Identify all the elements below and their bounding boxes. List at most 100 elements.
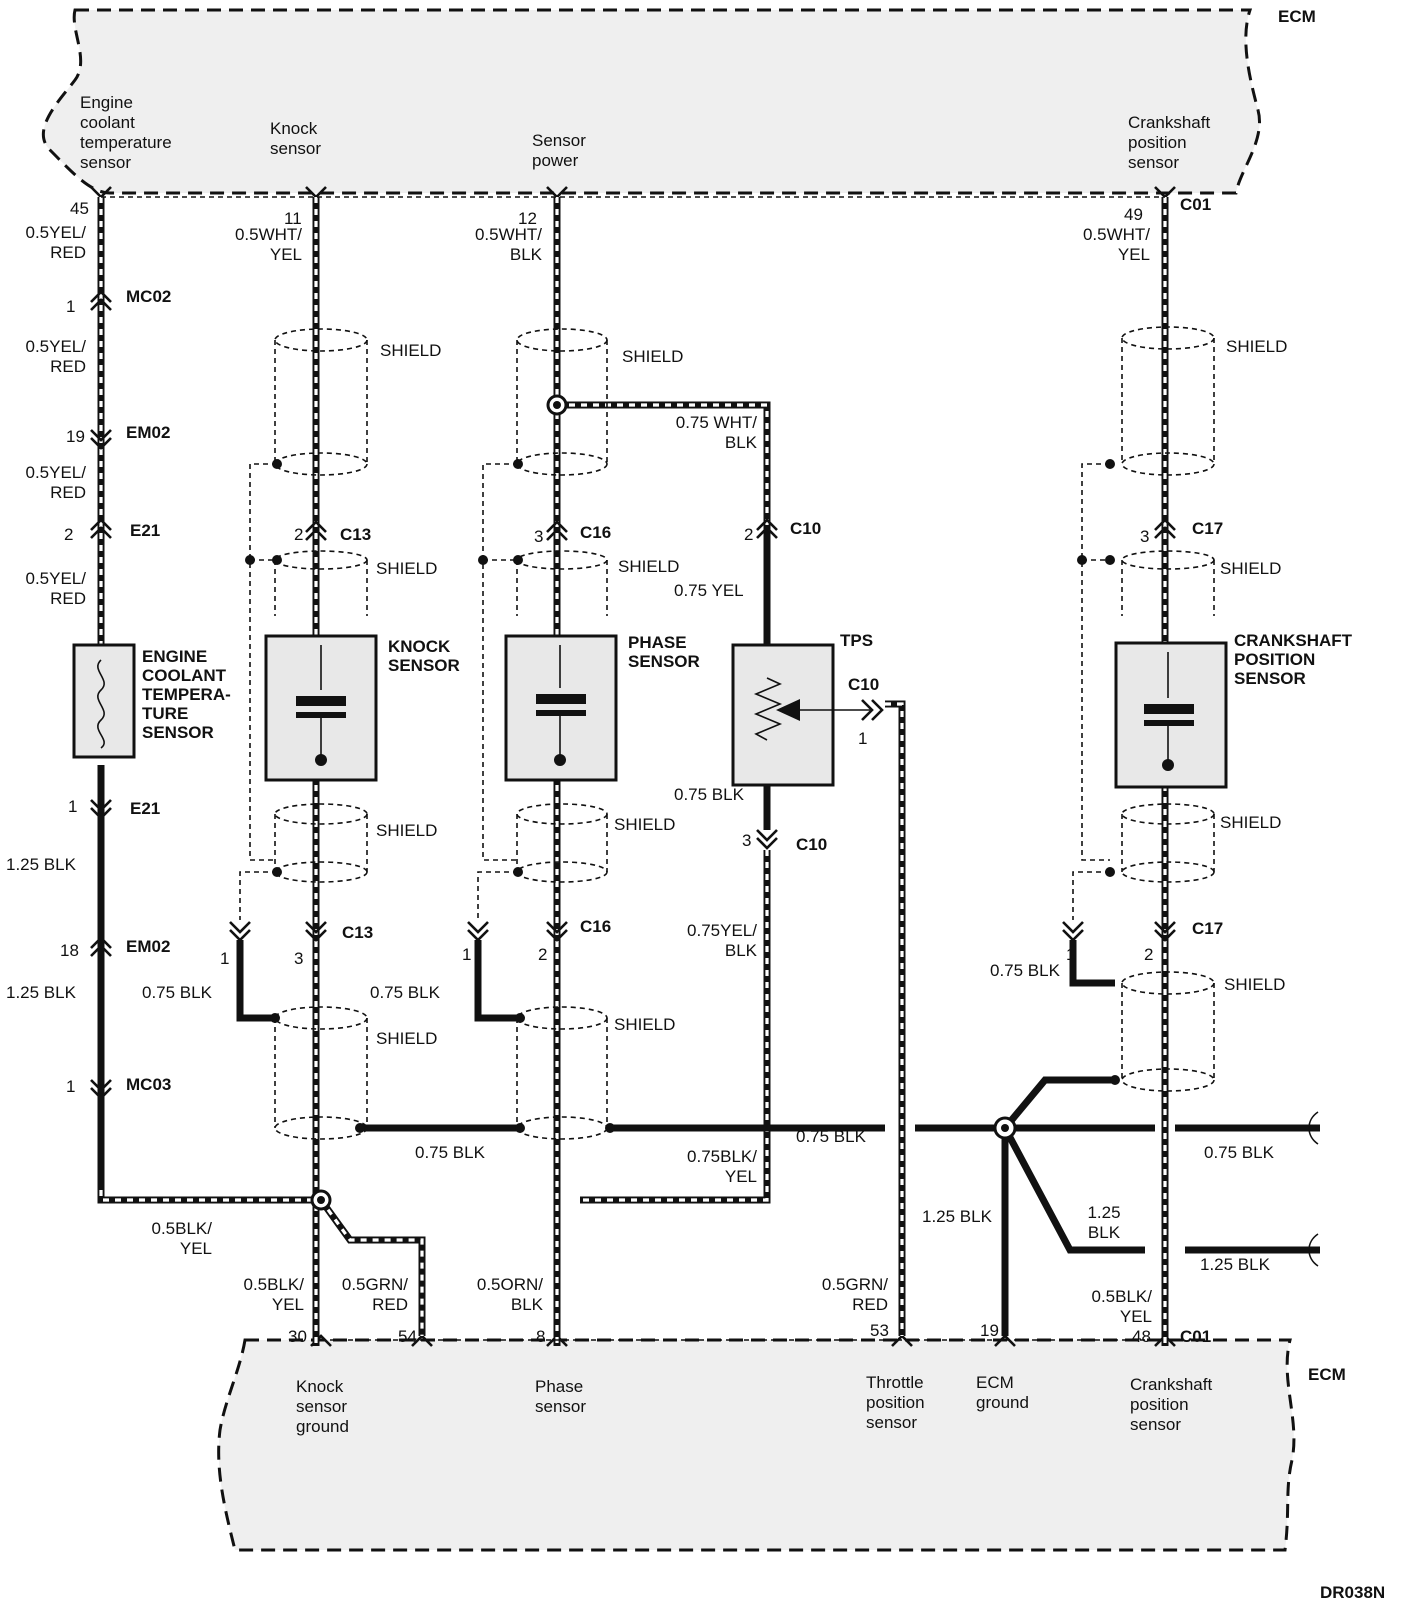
cpin-c17-b: 2	[1144, 945, 1153, 964]
knock-shield-drain	[236, 940, 275, 1022]
ckp-shield-low	[1121, 803, 1215, 883]
tps-yelblk-wire	[580, 850, 771, 1204]
svg-text:SHIELD: SHIELD	[1220, 813, 1281, 832]
knock-shield-mid	[274, 550, 368, 616]
cpin-c13-b-l: 1	[220, 949, 229, 968]
wire-tps-sig: 0.5GRN/RED	[822, 1275, 888, 1314]
splices	[245, 394, 1120, 1211]
svg-text:SHIELD: SHIELD	[380, 341, 441, 360]
conn-c13-b: C13	[342, 923, 373, 942]
c01-bottom: C01	[1180, 1327, 1211, 1346]
conn-e21-a: E21	[130, 521, 160, 540]
pin-19: 19	[980, 1321, 999, 1340]
wire-tps-sp: 0.75 WHT/BLK	[676, 413, 758, 452]
svg-text:SHIELD: SHIELD	[614, 1015, 675, 1034]
conn-c10-b: C10	[796, 835, 827, 854]
phase-shield-low	[516, 803, 608, 883]
pin-30: 30	[288, 1327, 307, 1346]
pin-53: 53	[870, 1321, 889, 1340]
wire-bus-3: 0.75 BLK	[1204, 1143, 1275, 1162]
pin-12: 12	[518, 209, 537, 228]
tps-box	[731, 643, 884, 787]
cpin-c16-a: 3	[534, 527, 543, 546]
conn-em02-b: EM02	[126, 937, 170, 956]
cpin-mc03: 1	[66, 1077, 75, 1096]
tps-power-wire	[557, 401, 771, 530]
wire-sp-top: 0.5WHT/BLK	[475, 225, 543, 264]
tps-label: TPS	[840, 631, 873, 650]
ecm-bottom-label: ECM	[1308, 1365, 1346, 1384]
tps-signal-wire	[885, 700, 906, 1336]
phase-shield-bottom	[516, 1006, 608, 1140]
conn-c17-a: C17	[1192, 519, 1223, 538]
cpin-c17-a: 3	[1140, 527, 1149, 546]
wire-ect-blk-2: 1.25 BLK	[6, 983, 77, 1002]
svg-text:SHIELD: SHIELD	[376, 821, 437, 840]
cpin-c13-a: 2	[294, 525, 303, 544]
ckp-shield-mid	[1121, 550, 1215, 616]
cpin-e21-a: 2	[64, 525, 73, 544]
cpin-c13-b: 3	[294, 949, 303, 968]
pin-11: 11	[284, 209, 302, 228]
wire-ckp-shield-blk: 0.75 BLK	[990, 961, 1061, 980]
cpin-c16-b-l: 1	[462, 945, 471, 964]
ground-branch-125	[1001, 1126, 1145, 1254]
cpin-em02-a: 19	[66, 427, 85, 446]
cpin-e21-b: 1	[68, 797, 77, 816]
conn-mc02: MC02	[126, 287, 171, 306]
svg-text:SHIELD: SHIELD	[376, 1029, 437, 1048]
ckp-sensor-box	[1114, 641, 1228, 789]
wire-blkyel-ret: 0.75BLK/YEL	[687, 1147, 757, 1186]
cpin-c16-b: 2	[538, 945, 547, 964]
ckp-shield-drain	[1069, 940, 1115, 987]
conn-c16-a: C16	[580, 523, 611, 542]
connector-chevrons	[90, 290, 1176, 1100]
wire-gnd-c: 1.25 BLK	[1200, 1255, 1271, 1274]
ckp-shield-ground	[1002, 1076, 1115, 1131]
phase-shield-drain	[474, 940, 520, 1022]
svg-text:SHIELD: SHIELD	[614, 815, 675, 834]
wire-knock-top: 0.5WHT/YEL	[235, 225, 302, 264]
phase-shield-top	[516, 328, 608, 476]
wire-ph-shield-blk: 0.75 BLK	[370, 983, 441, 1002]
wire-ect-1: 0.5YEL/RED	[26, 223, 87, 262]
c01-top: C01	[1180, 195, 1211, 214]
ect-sensor-box	[72, 643, 136, 759]
pin-48: 48	[1132, 1327, 1151, 1346]
knock-sensor-box	[264, 634, 378, 782]
wire-tps-yelblk: 0.75YEL/BLK	[687, 921, 758, 960]
ckp-shield-bottom	[1121, 971, 1215, 1092]
conn-c13-a: C13	[340, 525, 371, 544]
ckp-shield-top	[1121, 326, 1215, 476]
knock-ground-branch	[318, 1197, 426, 1336]
shield-labels: SHIELD SHIELD SHIELD SHIELD SHIELD SHIEL…	[376, 337, 1287, 1048]
ecm-bottom-box	[217, 1338, 1296, 1552]
pin-54: 54	[398, 1327, 417, 1346]
conn-c16-b: C16	[580, 917, 611, 936]
knock-shield-top	[274, 328, 368, 476]
wire-gnd-a: 1.25 BLK	[922, 1207, 993, 1226]
wire-bus-1: 0.75 BLK	[415, 1143, 486, 1162]
wire-tps-blk: 0.75 BLK	[674, 785, 745, 804]
knock-shield-low	[274, 803, 368, 883]
wire-ckp-gnd: 0.5BLK/YEL	[1092, 1287, 1153, 1326]
wire-ect-ret: 0.5BLK/YEL	[152, 1219, 213, 1258]
svg-text:SHIELD: SHIELD	[618, 557, 679, 576]
wire-tps-yel: 0.75 YEL	[674, 581, 744, 600]
ect-return-striped	[97, 1190, 321, 1204]
wire-ect-blk-1: 1.25 BLK	[6, 855, 77, 874]
ecm-top-label: ECM	[1278, 7, 1316, 26]
phase-sensor-box	[504, 634, 618, 782]
